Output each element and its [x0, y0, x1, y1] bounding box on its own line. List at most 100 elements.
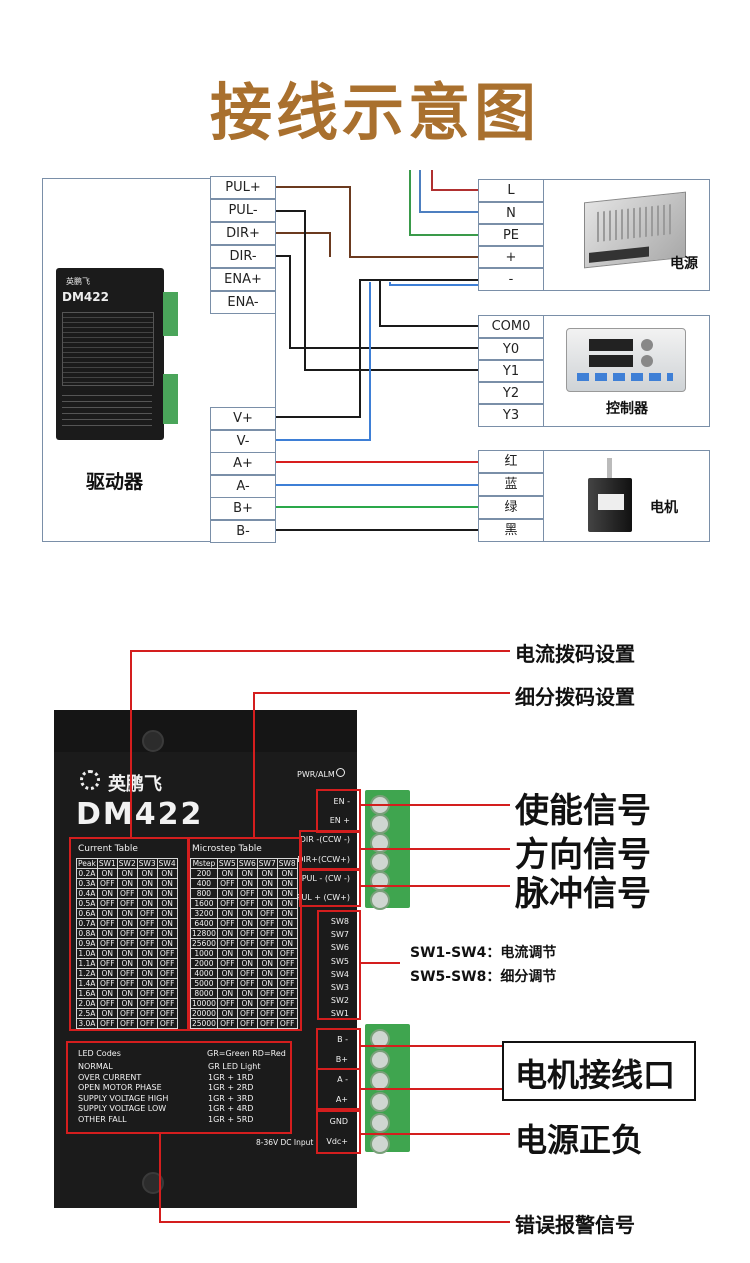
driver-model: DM422	[76, 797, 204, 832]
power-terminal-label: Vdc+	[326, 1137, 348, 1146]
terminal-pul-plus: PUL+	[210, 176, 276, 199]
motor-port-box	[502, 1041, 696, 1101]
terminal-screw-icon	[370, 1050, 390, 1070]
annot-direction-signal: 方向信号	[515, 835, 651, 875]
controller-terminal-y0: Y0	[478, 338, 544, 360]
driver-brand: 英鹏飞	[108, 774, 162, 795]
signal-terminal-label: EN -	[333, 797, 350, 806]
driver-label: 驱动器	[86, 471, 144, 493]
led-code-pattern: 1GR + 1RD	[208, 1072, 254, 1082]
annot-sw14: SW1-SW4：电流调节	[410, 945, 557, 961]
terminal-dir-plus: DIR+	[210, 222, 276, 245]
annot-microstep-dip: 细分拨码设置	[515, 685, 635, 709]
terminal-screw-icon	[370, 1113, 390, 1133]
driver-bottom-screw	[142, 1172, 164, 1194]
led-codes-legend: GR=Green RD=Red	[207, 1049, 286, 1058]
motor-shaft	[607, 458, 612, 478]
terminal-pul-minus: PUL-	[210, 199, 276, 222]
wire-dir-minus	[275, 255, 479, 349]
switch-label: SW2	[330, 996, 349, 1006]
signal-terminal-label: EN +	[329, 816, 350, 826]
highlight-motor-b	[316, 1028, 361, 1070]
terminal-dir-minus: DIR-	[210, 245, 276, 268]
led-code-condition: OVER CURRENT	[78, 1072, 142, 1082]
terminal-ena-plus: ENA+	[210, 268, 276, 291]
highlight-pulse-terminals	[299, 868, 361, 907]
terminal-a-plus: A+	[210, 452, 276, 475]
highlight-motor-a	[316, 1068, 361, 1110]
driver-thumb-brand: 英鹏飞	[66, 277, 90, 286]
driver-top-bar	[54, 710, 357, 752]
wire-pul-plus	[275, 186, 479, 258]
driver-thumbnail: 英鹏飞 DM422	[56, 268, 164, 440]
switch-label: SW4	[330, 969, 349, 979]
highlight-current-table	[69, 837, 189, 1031]
annot-motor-port: 电机接线口	[515, 1056, 676, 1094]
led-code-condition: OPEN MOTOR PHASE	[78, 1083, 162, 1092]
leader-current-dip	[130, 650, 510, 838]
terminal-v-plus: V+	[210, 407, 276, 430]
driver-thumb-led-codes	[62, 390, 152, 428]
annot-current-dip: 电流拨码设置	[515, 642, 635, 666]
annot-sw58: SW5-SW8：细分调节	[410, 969, 557, 985]
wire-mains-l	[431, 170, 479, 191]
highlight-microstep-table	[188, 837, 302, 1031]
signal-terminal-label: DIR+(CCW+)	[297, 854, 350, 864]
led-code-condition: OTHER FALL	[78, 1114, 127, 1124]
highlight-enable-terminals	[316, 789, 361, 833]
wire-mains-pe	[409, 170, 479, 236]
annot-alarm-signal: 错误报警信号	[515, 1213, 635, 1237]
terminal-b-minus: B-	[210, 520, 276, 543]
microstep-row-cell: OFF	[276, 1018, 298, 1029]
pwr-alm-label: PWR/ALM	[297, 770, 335, 779]
driver-thumb-connector-bottom	[163, 374, 178, 424]
motor-terminal-label: B+	[335, 1055, 348, 1064]
switch-label: SW7	[330, 930, 349, 940]
switch-label: SW5	[330, 956, 349, 966]
terminal-screw-icon	[370, 1029, 390, 1049]
highlight-switches	[317, 910, 361, 1020]
driver-thumb-model: DM422	[62, 290, 109, 304]
driver-thumb-table	[62, 312, 154, 386]
motor-label: 电机	[650, 500, 678, 516]
led-code-pattern: 1GR + 5RD	[208, 1114, 254, 1124]
led-code-condition: NORMAL	[78, 1062, 113, 1071]
microstep-table-title: Microstep Table	[192, 844, 262, 854]
led-code-pattern: GR LED Light	[208, 1062, 261, 1071]
highlight-led-codes	[66, 1041, 292, 1134]
controller-buttons	[577, 373, 673, 381]
controller-terminal-y3: Y3	[478, 404, 544, 427]
led-codes-title: LED Codes	[78, 1049, 121, 1058]
leader-microstep-dip	[253, 692, 510, 838]
current-row-cell: OFF	[156, 1018, 178, 1029]
power-terminal-plus: +	[478, 246, 544, 268]
controller-terminal-y1: Y1	[478, 360, 544, 382]
controller-knob-2	[641, 355, 653, 367]
wire-vminus-b	[389, 282, 479, 286]
controller-terminal-com0: COM0	[478, 315, 544, 338]
power-terminal-pe: PE	[478, 224, 544, 246]
controller-display-2	[589, 355, 633, 367]
wire-com0	[379, 280, 479, 327]
led-code-pattern: 1GR + 3RD	[208, 1093, 254, 1103]
motor-terminal-label: A -	[337, 1075, 348, 1084]
led-code-pattern: 1GR + 4RD	[208, 1104, 254, 1113]
motor-image	[588, 458, 632, 532]
power-terminal-label: GND	[329, 1117, 348, 1126]
power-terminal-l: L	[478, 179, 544, 202]
annot-power-polarity: 电源正负	[515, 1121, 644, 1159]
